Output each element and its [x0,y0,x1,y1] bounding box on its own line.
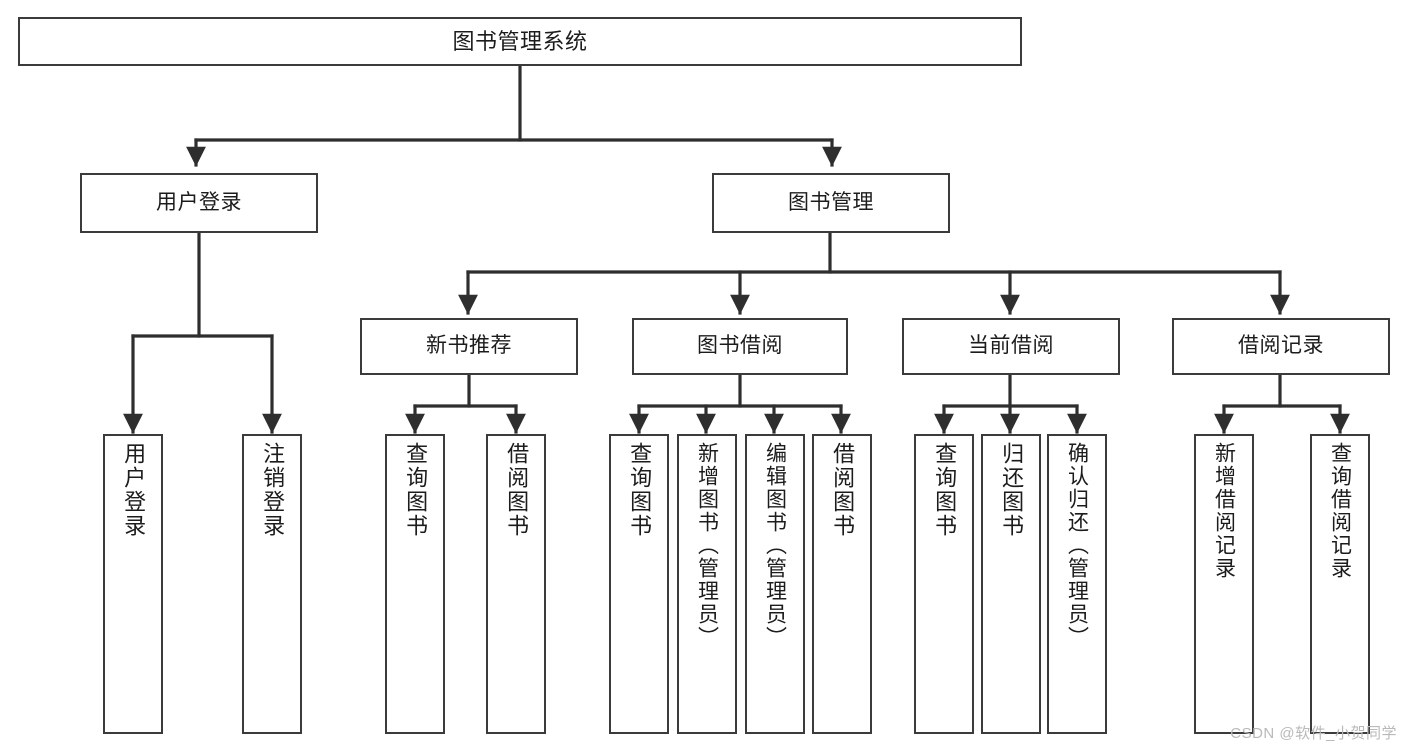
leaf-return-book[interactable]: 归还图书 [981,434,1041,734]
node-label: 查询图书 [403,442,429,538]
node-label: 图书管理系统 [452,28,588,54]
leaf-borrow-book-recommend[interactable]: 借阅图书 [486,434,546,734]
leaf-borrow-book[interactable]: 借阅图书 [812,434,872,734]
node-label: 借阅记录 [1238,334,1324,358]
node-current-borrow[interactable]: 当前借阅 [902,318,1120,375]
leaf-edit-book[interactable]: 编辑图书（管理员） [745,434,805,734]
node-label: 注销登录 [260,442,286,538]
node-label: 借阅图书 [504,442,530,538]
leaf-add-book[interactable]: 新增图书（管理员） [677,434,737,734]
node-label: 查询图书 [627,442,653,538]
node-label: 用户登录 [121,442,147,538]
node-borrow-record[interactable]: 借阅记录 [1172,318,1390,375]
node-label: 当前借阅 [968,334,1054,358]
node-label: 用户登录 [156,190,242,214]
node-label: 图书管理 [788,190,874,214]
node-label: 查询图书 [932,442,958,538]
node-root-system[interactable]: 图书管理系统 [18,17,1022,66]
leaf-query-borrow-record[interactable]: 查询借阅记录 [1310,434,1370,734]
leaf-query-book-recommend[interactable]: 查询图书 [385,434,445,734]
leaf-confirm-return[interactable]: 确认归还（管理员） [1047,434,1107,734]
leaf-logout-login[interactable]: 注销登录 [242,434,302,734]
leaf-user-login[interactable]: 用户登录 [103,434,163,734]
leaf-query-book-current[interactable]: 查询图书 [914,434,974,734]
node-book-borrow[interactable]: 图书借阅 [632,318,848,375]
node-label: 编辑图书（管理员） [763,442,787,649]
node-new-book-recommend[interactable]: 新书推荐 [360,318,578,375]
node-label: 新增图书（管理员） [695,442,719,649]
node-label: 新书推荐 [426,334,512,358]
node-label: 新增借阅记录 [1212,442,1236,580]
node-book-management[interactable]: 图书管理 [712,173,950,233]
node-label: 查询借阅记录 [1328,442,1352,580]
node-label: 图书借阅 [697,334,783,358]
leaf-add-borrow-record[interactable]: 新增借阅记录 [1194,434,1254,734]
node-label: 借阅图书 [830,442,856,538]
node-label: 归还图书 [999,442,1025,538]
node-user-login[interactable]: 用户登录 [80,173,318,233]
leaf-query-book-borrow[interactable]: 查询图书 [609,434,669,734]
node-label: 确认归还（管理员） [1065,442,1089,649]
